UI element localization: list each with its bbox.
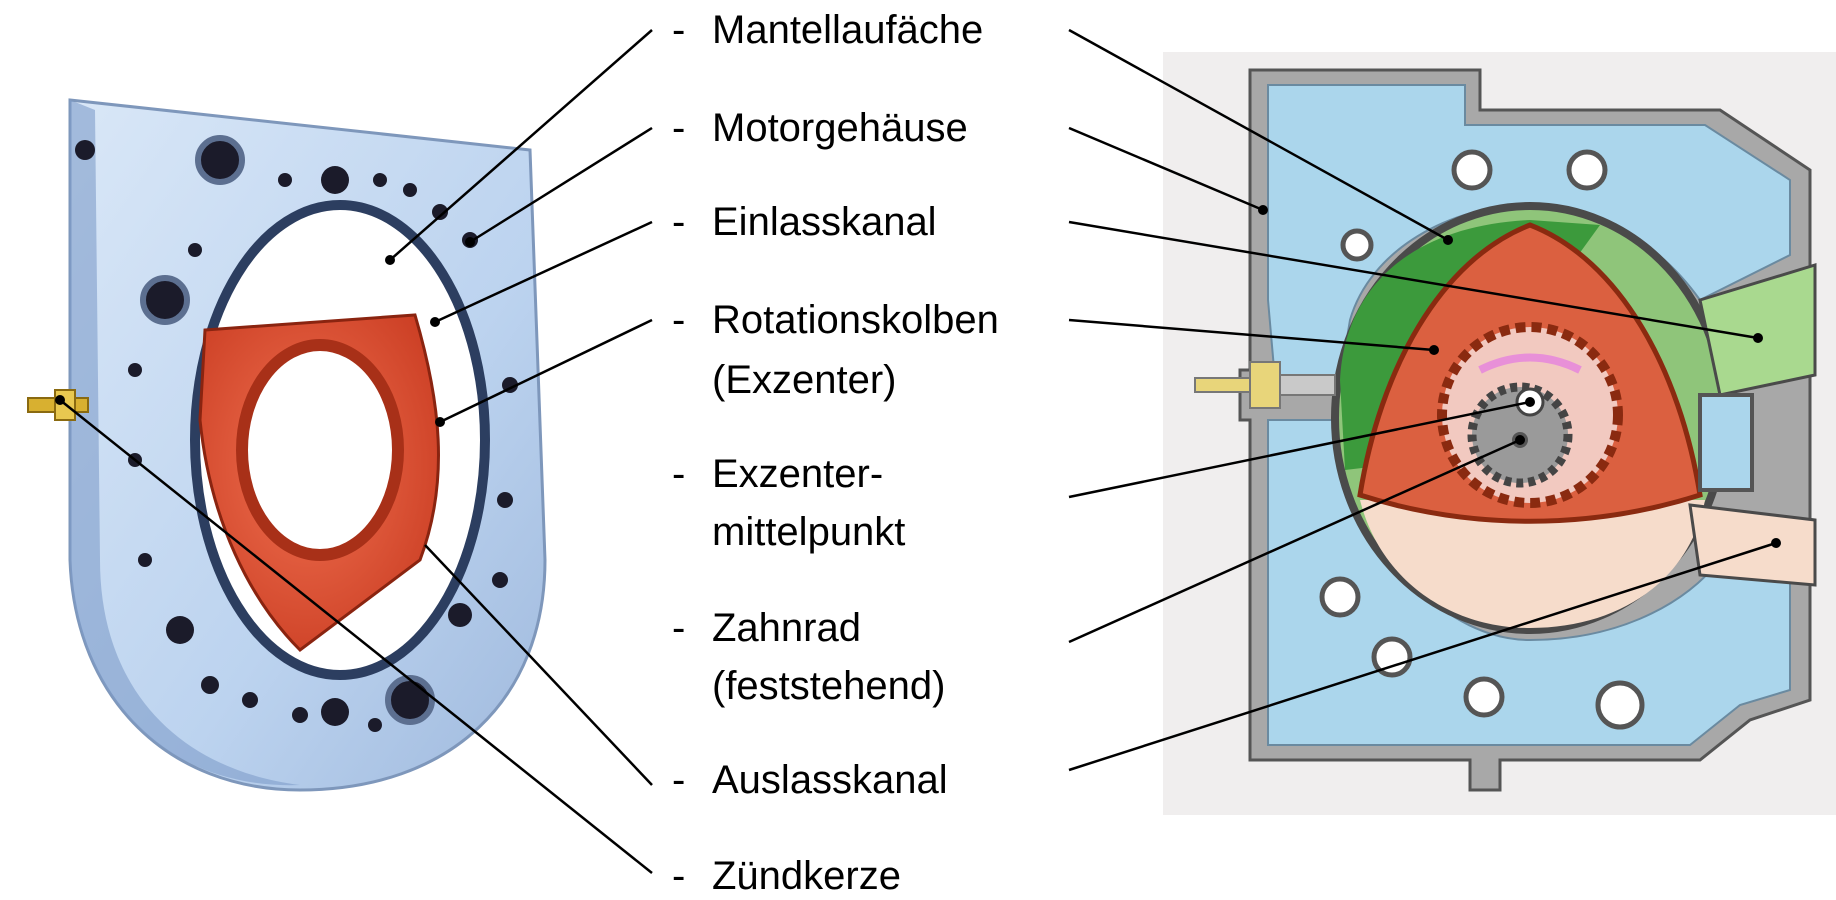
- dash: -: [672, 198, 685, 246]
- leader-zahnrad-left: [425, 545, 652, 785]
- label-motorgehaeuse: Motorgehäuse: [712, 104, 968, 152]
- label-mantellauflaeche: Mantellaufäche: [712, 6, 983, 54]
- label-einlasskanal: Einlasskanal: [712, 198, 937, 246]
- leader-zahnrad-right: [1069, 440, 1520, 642]
- dash: -: [672, 104, 685, 152]
- leader-motorgehaeuse-right: [1069, 128, 1263, 210]
- leader-rotationskolben-left: [440, 320, 652, 422]
- label-zahnrad-sub: (feststehend): [712, 662, 945, 710]
- leader-einlasskanal-left: [435, 222, 652, 322]
- label-exzenter-sub: mittelpunkt: [712, 508, 905, 556]
- label-rotationskolben: Rotationskolben: [712, 296, 999, 344]
- dash: -: [672, 756, 685, 804]
- label-exzenter: Exzenter-: [712, 450, 883, 498]
- dash: -: [672, 604, 685, 652]
- dash: -: [672, 852, 685, 900]
- dash: -: [672, 450, 685, 498]
- label-zahnrad: Zahnrad: [712, 604, 861, 652]
- leader-zuendkerze: [60, 400, 652, 873]
- leader-einlasskanal-right: [1069, 222, 1758, 338]
- leader-exzentermittelpunkt: [1069, 402, 1530, 497]
- leader-rotationskolben-right: [1069, 320, 1434, 350]
- dash: -: [672, 6, 685, 54]
- leader-motorgehaeuse-left: [470, 128, 652, 242]
- leader-auslasskanal: [1069, 543, 1776, 770]
- label-zuendkerze: Zündkerze: [712, 852, 901, 900]
- dash: -: [672, 296, 685, 344]
- label-auslasskanal: Auslasskanal: [712, 756, 948, 804]
- label-rotationskolben-sub: (Exzenter): [712, 356, 897, 404]
- leader-mantellauflaeche-left: [390, 30, 652, 260]
